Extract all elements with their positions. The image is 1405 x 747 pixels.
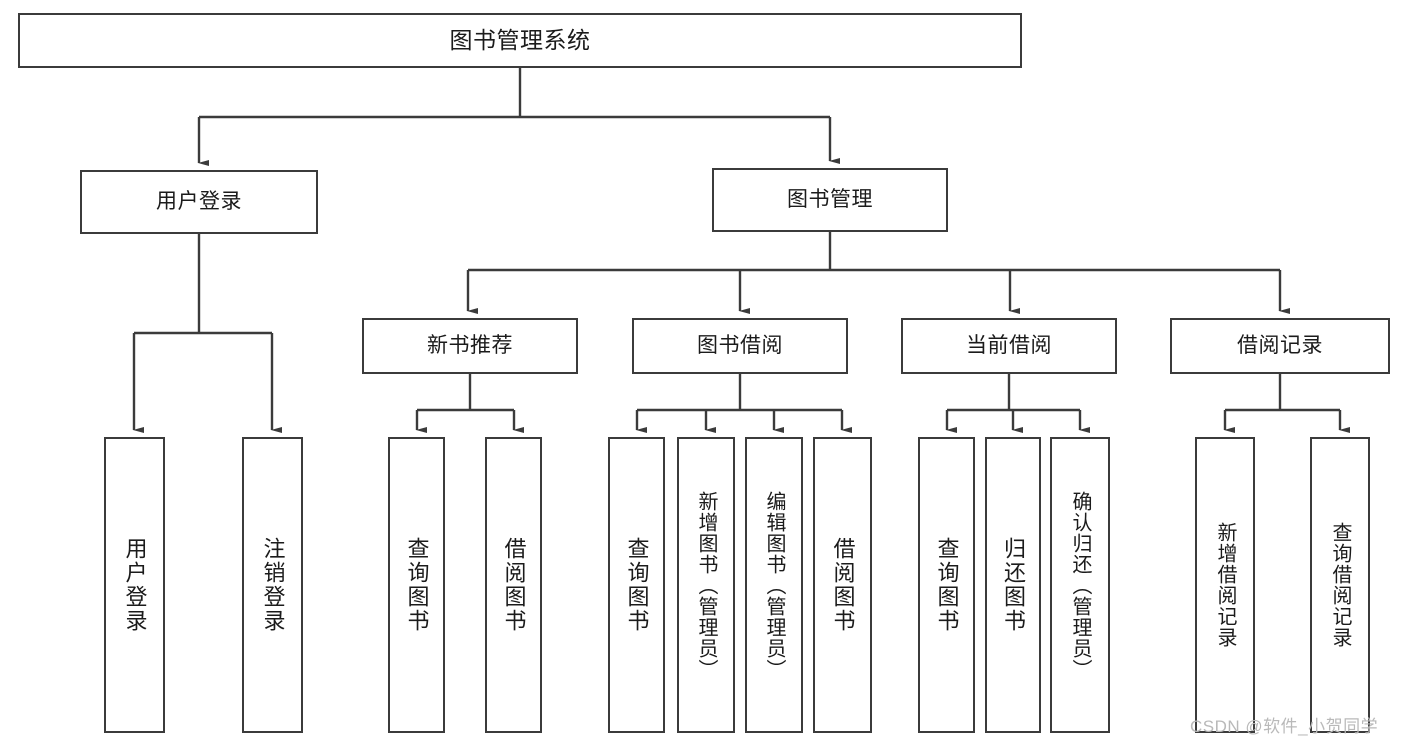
leaf-node-label: 归还图书 <box>1001 537 1026 633</box>
node-book-management-label: 图书管理 <box>787 188 873 212</box>
node-user-login[interactable]: 用户登录 <box>80 170 318 234</box>
leaf-node[interactable]: 新增图书（管理员） <box>677 437 735 733</box>
leaf-node-label: 借阅图书 <box>501 537 527 633</box>
node-user-login-label: 用户登录 <box>156 190 242 214</box>
node-root[interactable]: 图书管理系统 <box>18 13 1022 68</box>
leaf-node[interactable]: 注销登录 <box>242 437 303 733</box>
leaf-node[interactable]: 借阅图书 <box>813 437 872 733</box>
node-borrow-record-label: 借阅记录 <box>1237 334 1323 358</box>
leaf-node-label: 编辑图书（管理员） <box>763 490 785 680</box>
leaf-node-label: 用户登录 <box>122 537 148 633</box>
leaf-node[interactable]: 查询图书 <box>608 437 665 733</box>
node-current-borrow-label: 当前借阅 <box>966 334 1052 358</box>
leaf-node[interactable]: 查询借阅记录 <box>1310 437 1370 733</box>
node-book-borrow-label: 图书借阅 <box>697 334 783 358</box>
node-new-book-recommend-label: 新书推荐 <box>427 334 513 358</box>
node-book-management[interactable]: 图书管理 <box>712 168 948 232</box>
node-book-borrow[interactable]: 图书借阅 <box>632 318 848 374</box>
leaf-node-label: 确认归还（管理员） <box>1069 490 1091 680</box>
leaf-node[interactable]: 确认归还（管理员） <box>1050 437 1110 733</box>
node-borrow-record[interactable]: 借阅记录 <box>1170 318 1390 374</box>
leaf-node-label: 注销登录 <box>260 537 286 633</box>
leaf-node-label: 查询借阅记录 <box>1329 522 1351 648</box>
leaf-node-label: 新增借阅记录 <box>1214 522 1236 648</box>
leaf-node-label: 新增图书（管理员） <box>695 490 717 680</box>
leaf-node[interactable]: 查询图书 <box>388 437 445 733</box>
leaf-node[interactable]: 借阅图书 <box>485 437 542 733</box>
leaf-node[interactable]: 新增借阅记录 <box>1195 437 1255 733</box>
leaf-node-label: 查询图书 <box>934 537 960 633</box>
leaf-node-label: 借阅图书 <box>830 537 856 633</box>
leaf-node[interactable]: 查询图书 <box>918 437 975 733</box>
leaf-node-label: 查询图书 <box>404 537 430 633</box>
leaf-node[interactable]: 编辑图书（管理员） <box>745 437 803 733</box>
leaf-node[interactable]: 用户登录 <box>104 437 165 733</box>
leaf-node-label: 查询图书 <box>624 537 650 633</box>
node-root-label: 图书管理系统 <box>449 26 591 53</box>
node-current-borrow[interactable]: 当前借阅 <box>901 318 1117 374</box>
node-new-book-recommend[interactable]: 新书推荐 <box>362 318 578 374</box>
leaf-node[interactable]: 归还图书 <box>985 437 1041 733</box>
